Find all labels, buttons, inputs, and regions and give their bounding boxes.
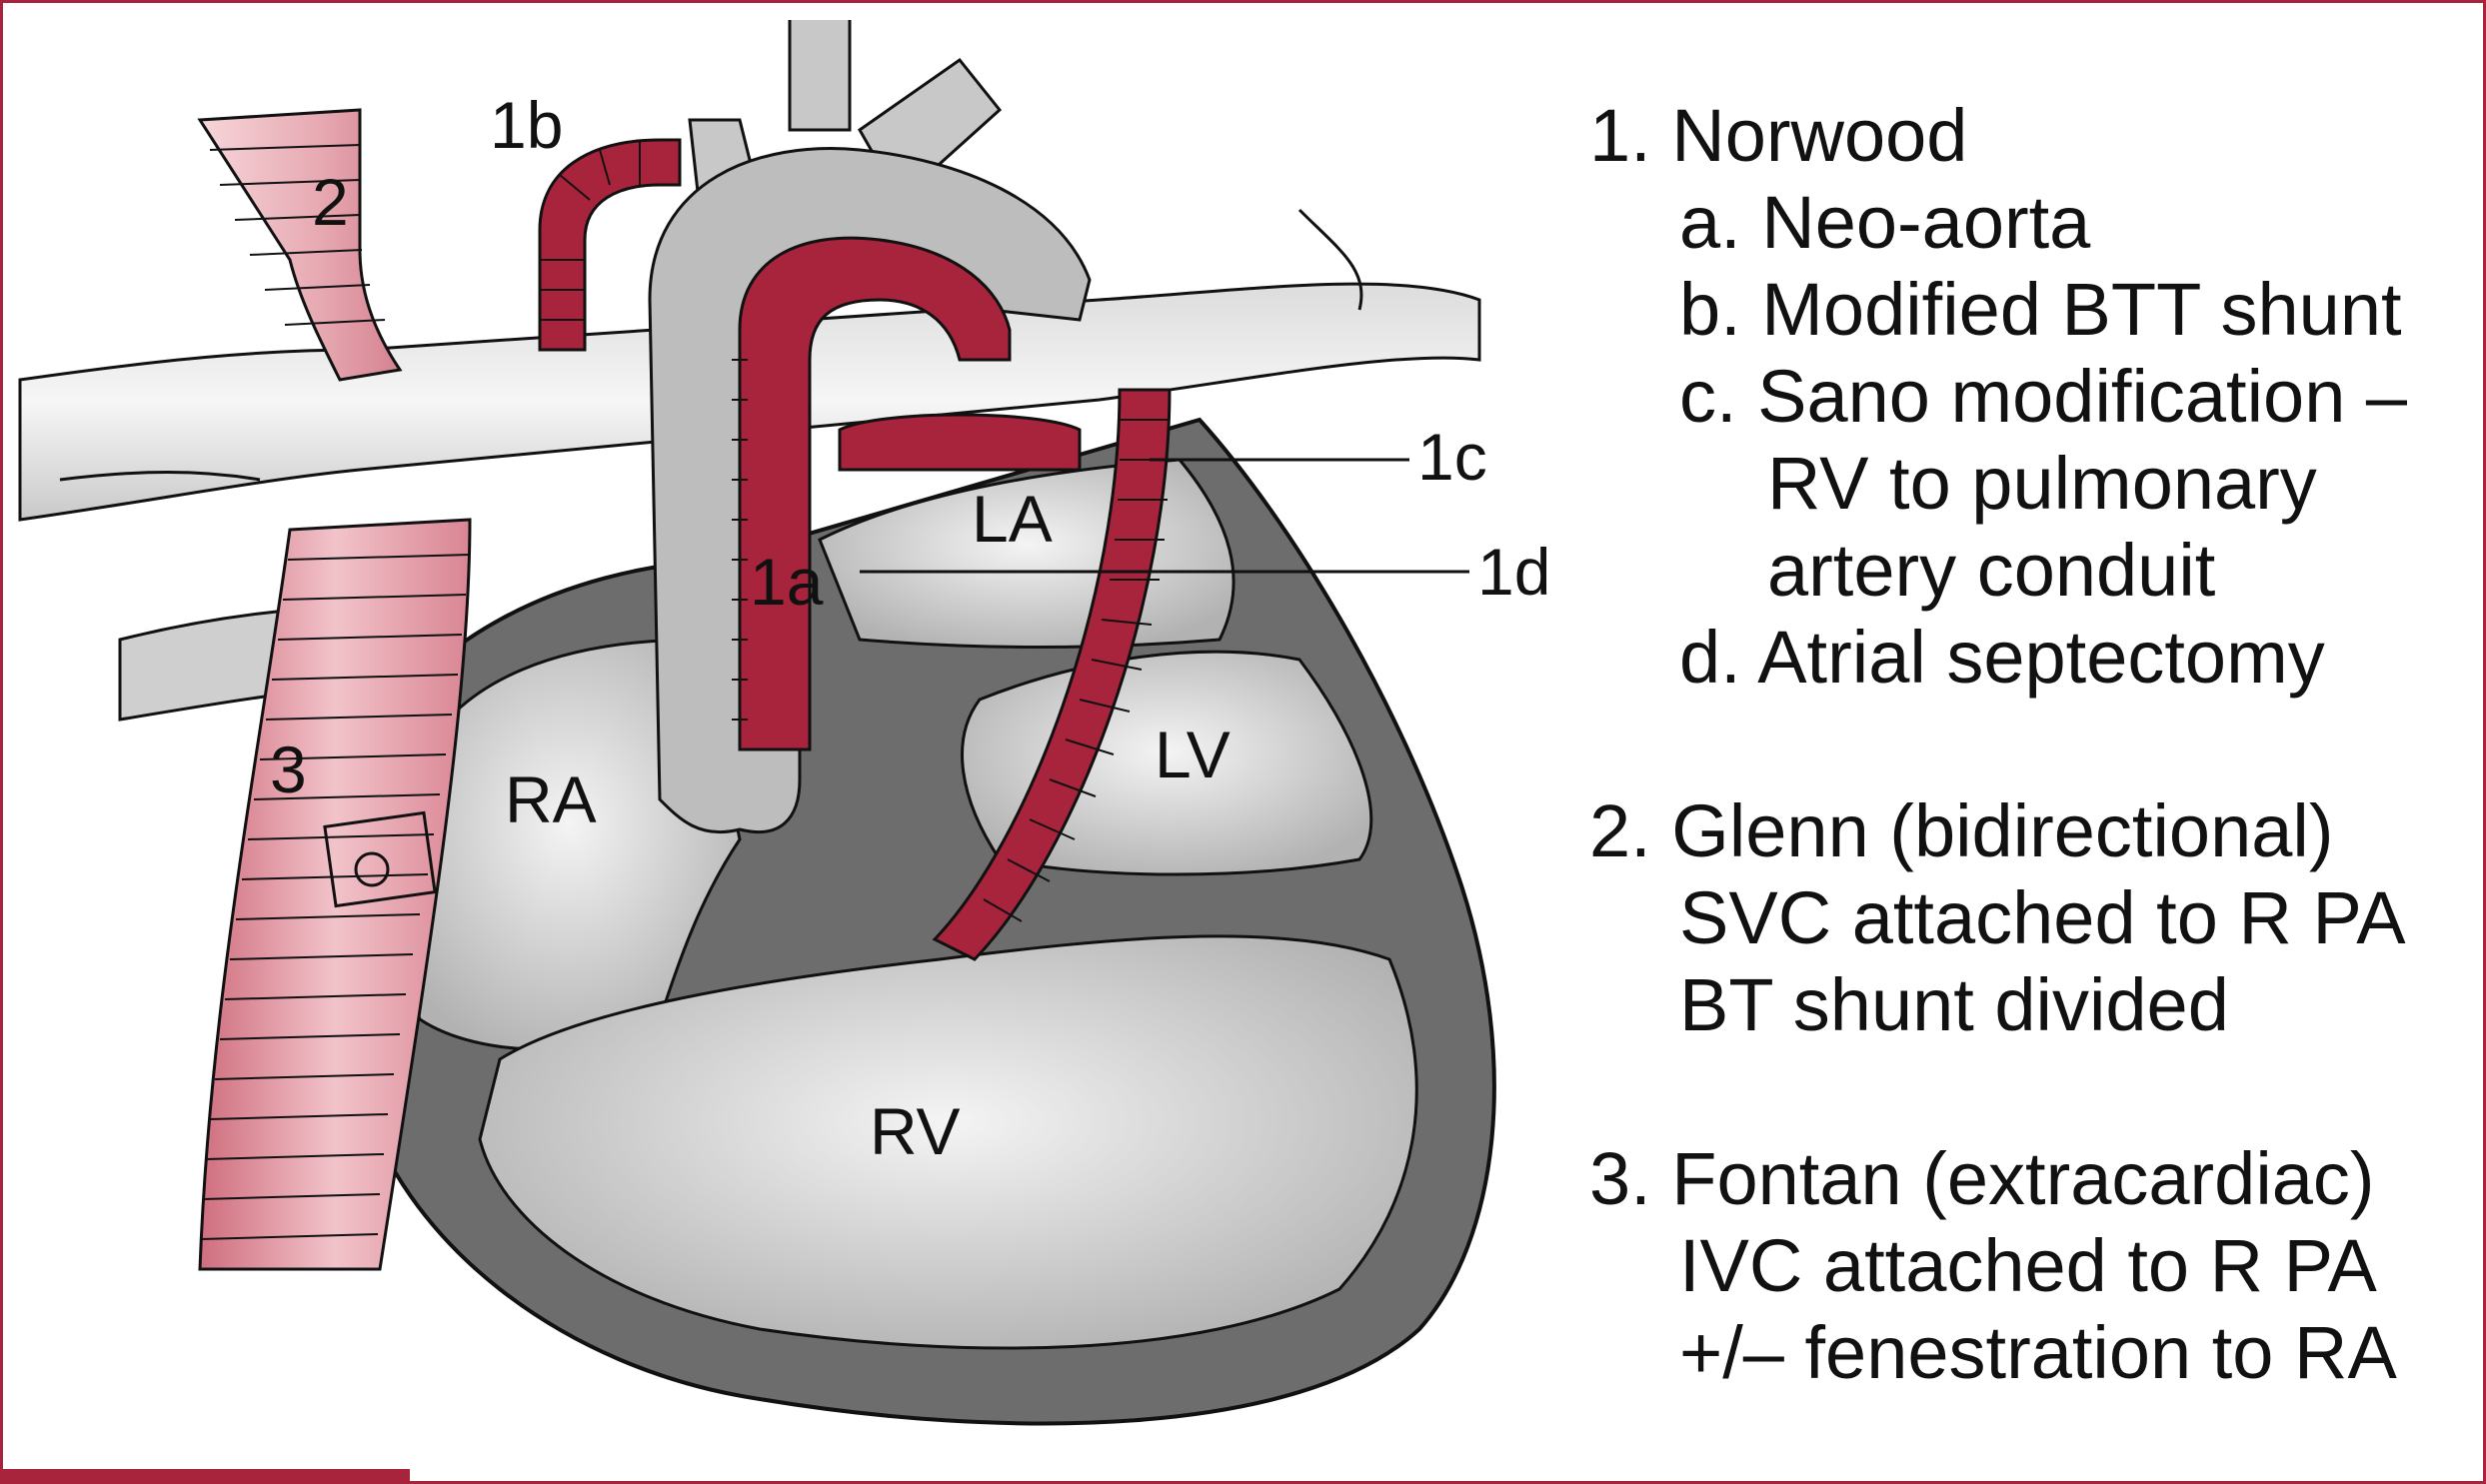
- accent-bar: [0, 1469, 410, 1484]
- procedure-legend: 1. Norwood a. Neo-aorta b. Modified BTT …: [1589, 92, 2469, 1396]
- legend-norwood-c3: artery conduit: [1767, 529, 2216, 612]
- legend-glenn-title: 2. Glenn (bidirectional): [1589, 789, 2334, 872]
- glenn-svc: [197, 108, 403, 382]
- bt-shunt-graft: [538, 138, 682, 352]
- legend-fontan-line1: IVC attached to R PA: [1679, 1224, 2377, 1307]
- label-3: 3: [270, 733, 307, 806]
- label-1d: 1d: [1477, 535, 1550, 609]
- label-1a: 1a: [750, 545, 824, 619]
- neo-aorta-graft: [732, 236, 1082, 751]
- label-2: 2: [312, 165, 349, 239]
- chamber-rv: [478, 934, 1418, 1350]
- heart-diagram: 1b 2 LA 1a 1c 1d 3 RA LV RV: [18, 20, 1550, 1426]
- legend-norwood-a: a. Neo-aorta: [1679, 181, 2091, 264]
- label-1b: 1b: [490, 88, 563, 162]
- legend-glenn-line2: BT shunt divided: [1679, 963, 2229, 1046]
- legend-norwood-c2: RV to pulmonary: [1767, 442, 2317, 525]
- label-la: LA: [972, 482, 1053, 556]
- legend-norwood-c1: c. Sano modification –: [1679, 355, 2408, 438]
- legend-spacer: [1589, 701, 2469, 787]
- fontan-conduit: [198, 518, 472, 1271]
- legend-glenn-line1: SVC attached to R PA: [1679, 876, 2406, 959]
- label-ra: RA: [505, 762, 597, 836]
- label-lv: LV: [1155, 718, 1231, 791]
- legend-fontan-line2: +/– fenestration to RA: [1679, 1311, 2397, 1394]
- legend-norwood-title: 1. Norwood: [1589, 94, 1968, 177]
- legend-fontan-title: 3. Fontan (extracardiac): [1589, 1137, 2375, 1220]
- label-rv: RV: [870, 1094, 961, 1168]
- label-1c: 1c: [1417, 420, 1487, 494]
- legend-norwood-d: d. Atrial septectomy: [1679, 616, 2325, 699]
- sano-conduit: [932, 388, 1172, 961]
- legend-norwood-b: b. Modified BTT shunt: [1679, 268, 2402, 351]
- legend-spacer: [1589, 1048, 2469, 1135]
